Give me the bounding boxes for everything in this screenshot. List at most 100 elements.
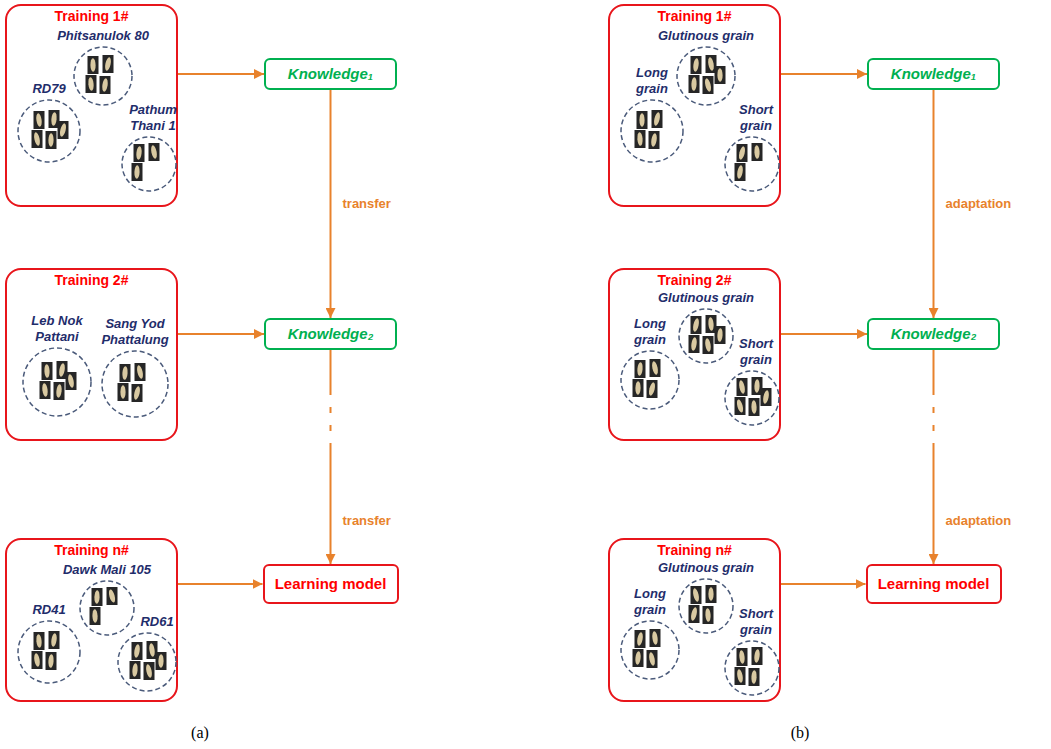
thumbnail-ground: [66, 372, 77, 390]
class-circle: Leb Nok Pattani: [22, 347, 92, 417]
grain-thumbnail: [156, 652, 167, 670]
rice-grain: [693, 58, 700, 72]
thumbnail-ground: [735, 667, 746, 685]
rice-grain: [639, 113, 644, 127]
rice-grain: [762, 390, 770, 404]
rice-grain: [145, 664, 153, 678]
rice-grain: [150, 145, 158, 159]
grain-thumbnail: [761, 388, 772, 406]
rice-grain: [717, 328, 723, 342]
rice-grain: [738, 380, 746, 394]
thumbnail-ground: [706, 585, 717, 603]
thumbnail-ground: [144, 662, 155, 680]
thumbnail-ground: [135, 363, 146, 381]
dashed-circle: [724, 640, 780, 696]
panel-label: (a): [170, 724, 230, 742]
grain-thumbnail: [86, 75, 97, 93]
grain-thumbnail: [144, 662, 155, 680]
dashed-circle-outline: [621, 100, 683, 162]
class-label: Short grain: [728, 336, 784, 368]
rice-grain: [48, 133, 53, 147]
grain-thumbnail: [149, 143, 160, 161]
thumbnail-ground: [86, 75, 97, 93]
dashed-circle-outline: [23, 348, 91, 416]
rice-grain: [635, 651, 642, 665]
grain-thumbnail: [90, 607, 101, 625]
rice-grain: [637, 132, 643, 146]
thumbnail-ground: [42, 362, 53, 380]
thumbnail-ground: [635, 360, 646, 378]
thumbnail-ground: [647, 650, 658, 668]
grain-thumbnail: [118, 383, 129, 401]
grain-thumbnail: [633, 379, 644, 397]
grain-thumbnail: [647, 380, 658, 398]
grain-thumbnail: [715, 326, 726, 344]
rice-grain: [133, 386, 141, 400]
rice-grain: [705, 608, 711, 622]
thumbnail-ground: [691, 56, 702, 74]
rice-grain: [692, 588, 700, 602]
training-title: Training 2#: [610, 272, 779, 288]
knowledge-text: Knowledge₂: [288, 325, 374, 343]
grain-thumbnail: [54, 382, 65, 400]
dashed-circle-outline: [621, 351, 679, 409]
knowledge-box: Knowledge₂: [264, 318, 397, 350]
dashed-circle-outline: [679, 309, 733, 363]
dashed-circle-outline: [118, 633, 176, 691]
grain-thumbnail: [132, 642, 143, 660]
class-circle: Long grain: [620, 350, 680, 410]
dashed-circle-outline: [725, 371, 779, 425]
thumbnail-ground: [92, 588, 103, 606]
class-label: Long grain: [625, 586, 675, 618]
dashed-circle-outline: [80, 581, 134, 635]
dashed-circle: [73, 46, 133, 106]
class-circle: Short grain: [724, 370, 780, 426]
thumbnail-ground: [749, 398, 760, 416]
thumbnail-ground: [689, 75, 700, 93]
flow-arrow: [330, 90, 332, 318]
thumbnail-ground: [54, 382, 65, 400]
class-circle: Short grain: [724, 136, 780, 192]
class-circle: Dawk Mali 105: [79, 580, 135, 636]
grain-thumbnail: [66, 372, 77, 390]
rice-grain: [751, 670, 757, 684]
rice-grain: [738, 146, 746, 160]
rice-grain: [158, 654, 163, 668]
thumbnail-ground: [100, 76, 111, 94]
rice-grain: [94, 590, 100, 604]
grain-thumbnail: [650, 359, 661, 377]
grain-thumbnail: [103, 55, 114, 73]
thumbnail-ground: [703, 336, 714, 354]
dashed-circle: [121, 136, 177, 192]
thumbnail-ground: [703, 606, 714, 624]
grain-thumbnail: [737, 144, 748, 162]
training-box: Training n#RD41Dawk Mali 105RD61: [5, 538, 178, 702]
rice-grain: [148, 643, 155, 657]
rice-grain: [36, 634, 42, 648]
rice-grain: [56, 384, 63, 398]
grain-thumbnail: [635, 630, 646, 648]
grain-thumbnail: [130, 661, 141, 679]
knowledge-box: Knowledge₁: [867, 58, 1000, 90]
thumbnail-ground: [752, 647, 763, 665]
grain-thumbnail: [703, 76, 714, 94]
dashed-circle-outline: [677, 47, 735, 105]
class-label: Long grain: [625, 316, 675, 348]
thumbnail-ground: [647, 380, 658, 398]
rice-grain: [50, 633, 57, 647]
dashed-circle: [676, 46, 736, 106]
rice-grain: [648, 652, 656, 666]
thumbnail-ground: [156, 652, 167, 670]
grain-thumbnail: [689, 75, 700, 93]
grain-thumbnail: [32, 651, 43, 669]
class-label: RD79: [24, 81, 74, 97]
rice-grain: [136, 146, 143, 160]
flow-arrow: [933, 90, 935, 318]
edge-label: adaptation: [944, 513, 1014, 529]
flow-arrow: [178, 583, 263, 585]
training-title: Training n#: [610, 542, 779, 558]
dashed-circle: [620, 620, 680, 680]
rice-grain: [58, 363, 65, 377]
rice-grain: [90, 58, 95, 72]
dashed-circle-outline: [725, 641, 779, 695]
